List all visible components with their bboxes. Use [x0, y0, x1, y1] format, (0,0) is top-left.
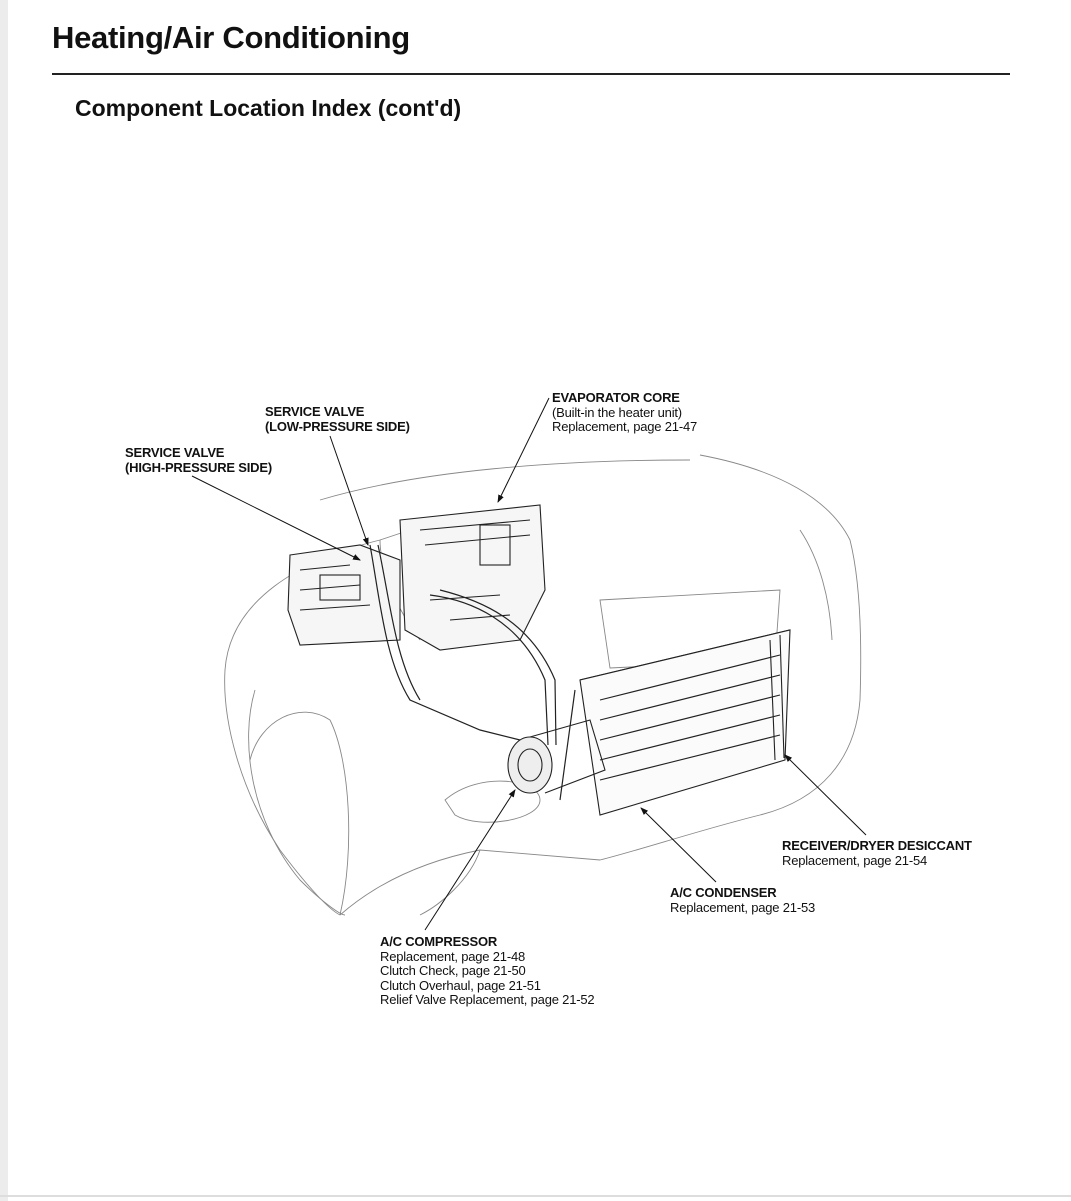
page-bottom-edge — [0, 1195, 1071, 1197]
label-name: RECEIVER/DRYER DESICCANT — [782, 838, 972, 853]
label-detail: (LOW-PRESSURE SIDE) — [265, 418, 410, 434]
label-name: EVAPORATOR CORE — [552, 390, 680, 405]
label-line: Relief Valve Replacement, page 21-52 — [380, 992, 595, 1007]
page-title: Heating/Air Conditioning — [52, 20, 410, 55]
section-title: Component Location Index (cont'd) — [75, 95, 462, 121]
label-service-valve-high: SERVICE VALVE (HIGH-PRESSURE SIDE) — [125, 445, 272, 475]
title-rule — [52, 73, 1010, 75]
label-name: A/C CONDENSER — [670, 885, 777, 900]
label-line: Replacement, page 21-54 — [782, 852, 928, 868]
label-line: Replacement, page 21-47 — [552, 419, 698, 434]
label-name: A/C COMPRESSOR — [380, 934, 498, 949]
label-line: Clutch Overhaul, page 21-51 — [380, 977, 541, 993]
label-line: Replacement, page 21-48 — [380, 948, 526, 964]
label-name: SERVICE VALVE — [125, 445, 225, 460]
heater-unit — [287, 504, 546, 651]
label-detail: (HIGH-PRESSURE SIDE) — [125, 459, 272, 475]
compressor-shape — [507, 719, 606, 794]
condenser-shape — [579, 629, 791, 816]
label-line: Replacement, page 21-53 — [670, 899, 816, 915]
label-receiver-dryer: RECEIVER/DRYER DESICCANT Replacement, pa… — [782, 838, 972, 868]
label-service-valve-low: SERVICE VALVE (LOW-PRESSURE SIDE) — [265, 404, 410, 434]
leader-lines — [191, 397, 867, 931]
label-name: SERVICE VALVE — [265, 404, 365, 419]
label-line: (Built-in the heater unit) — [552, 404, 682, 420]
label-compressor: A/C COMPRESSOR Replacement, page 21-48 C… — [380, 934, 595, 1008]
label-line: Clutch Check, page 21-50 — [380, 963, 526, 978]
page-edge — [0, 0, 8, 1201]
label-evaporator-core: EVAPORATOR CORE (Built-in the heater uni… — [552, 390, 698, 435]
label-condenser: A/C CONDENSER Replacement, page 21-53 — [670, 885, 816, 915]
